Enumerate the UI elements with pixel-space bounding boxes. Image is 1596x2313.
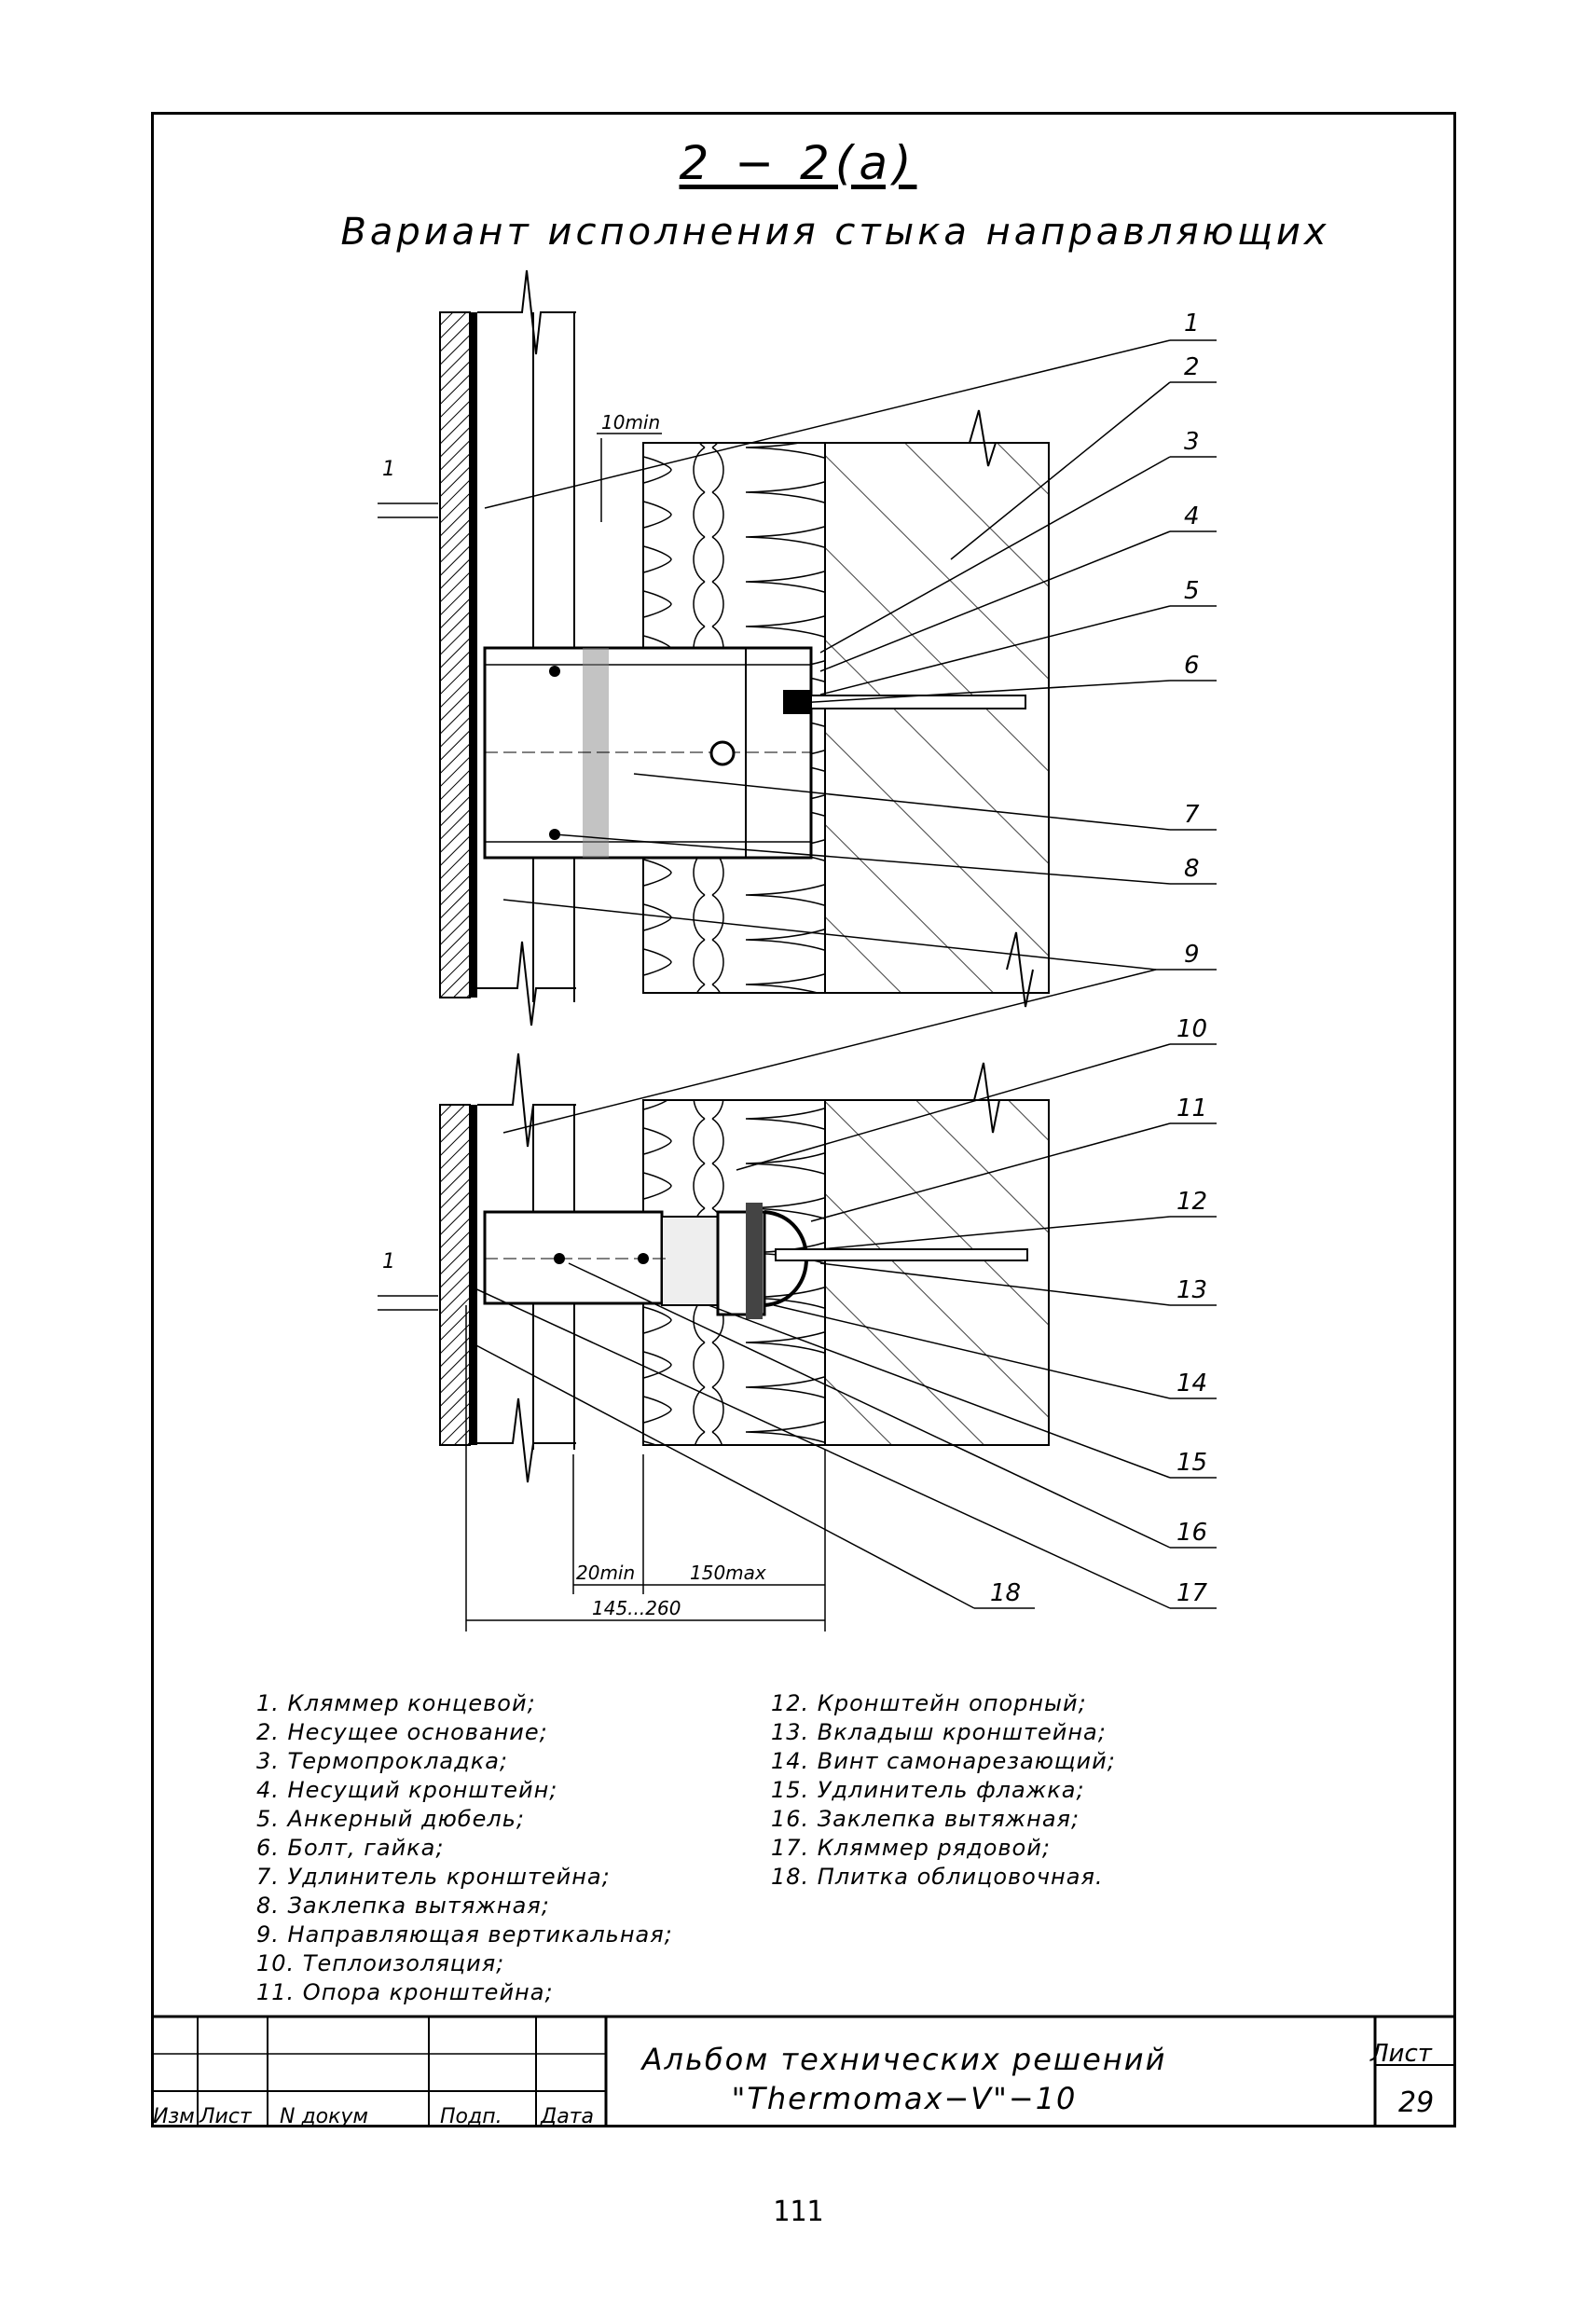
legend-item: 12. Кронштейн опорный;: [771, 1690, 1087, 1716]
legend-right: 12. Кронштейн опорный; 13. Вкладыш кронш…: [771, 1689, 1116, 1892]
callout-12: 12: [1176, 1188, 1207, 1216]
callout-11: 11: [1176, 1095, 1207, 1122]
legend-item: 13. Вкладыш кронштейна;: [771, 1719, 1107, 1745]
callout-4: 4: [1184, 503, 1200, 530]
legend-item: 6. Болт, гайка;: [256, 1835, 445, 1861]
section-subtitle: Вариант исполнения стыка направляющих: [340, 211, 1330, 254]
sheet-label: Лист: [1370, 2040, 1432, 2068]
legend-item: 18. Плитка облицовочная.: [771, 1864, 1104, 1890]
dim-20min: 20min: [576, 1562, 635, 1584]
leader-lines: [470, 339, 1217, 1609]
page-number: 111: [772, 2196, 824, 2228]
col-izm: Изм: [153, 2105, 195, 2128]
dim-gap-upper: 1: [382, 458, 395, 481]
callout-10: 10: [1176, 1015, 1207, 1043]
callout-9: 9: [1184, 941, 1200, 969]
legend-item: 15. Удлинитель флажка;: [771, 1777, 1085, 1803]
callout-6: 6: [1184, 652, 1200, 680]
album-subtitle: "Thermomax−V"−10: [731, 2081, 1078, 2116]
legend-item: 7. Удлинитель кронштейна;: [256, 1864, 611, 1890]
callout-numbers: 1 2 3 4 5 6 7 8 9 10 11 12 13 14 15 16 1…: [990, 310, 1208, 1607]
anchor-dowel-upper: [810, 695, 1026, 709]
col-sign: Подп.: [440, 2105, 502, 2128]
legend-item: 10. Теплоизоляция;: [256, 1950, 505, 1976]
album-title: Альбом технических решений: [641, 2042, 1167, 2077]
legend-item: 3. Термопрокладка;: [256, 1748, 509, 1774]
callout-3: 3: [1184, 428, 1200, 456]
sheet-number: 29: [1398, 2086, 1435, 2119]
base-lower: [824, 1099, 1050, 1446]
upper-assembly: [378, 269, 1050, 1026]
facing-tile-lower: [439, 1104, 471, 1446]
callout-8: 8: [1184, 855, 1200, 883]
legend-item: 16. Заклепка вытяжная;: [771, 1806, 1080, 1832]
legend-item: 8. Заклепка вытяжная;: [256, 1893, 550, 1919]
dim-gap-lower: 1: [382, 1250, 395, 1274]
legend-item: 9. Направляющая вертикальная;: [256, 1921, 673, 1948]
col-list: Лист: [200, 2105, 252, 2128]
col-doc: N докум: [280, 2105, 369, 2128]
callout-7: 7: [1184, 801, 1200, 829]
legend-item: 14. Винт самонарезающий;: [771, 1748, 1116, 1774]
dim-10min: 10min: [601, 411, 660, 434]
legend-item: 17. Кляммер рядовой;: [771, 1835, 1051, 1861]
callout-16: 16: [1176, 1519, 1207, 1547]
legend-item: 1. Кляммер концевой;: [256, 1690, 536, 1716]
dimension-lines: [465, 1305, 826, 1631]
clamp-strip-upper: [470, 312, 477, 998]
lower-assembly: [378, 1053, 1050, 1483]
callout-5: 5: [1184, 577, 1200, 605]
callout-17: 17: [1176, 1579, 1208, 1607]
callout-1: 1: [1184, 310, 1200, 337]
dim-150max: 150max: [690, 1562, 766, 1584]
facing-tile-upper: [439, 311, 471, 998]
base-upper: [824, 442, 1050, 994]
callout-13: 13: [1176, 1276, 1207, 1304]
bracket-extension-lower: [483, 1210, 664, 1305]
dim-range: 145...260: [592, 1597, 681, 1619]
callout-2: 2: [1184, 353, 1200, 381]
section-title: 2 − 2(a): [679, 136, 917, 190]
title-block: [151, 2015, 1456, 2127]
dimension-text: 1 1 10min 20min 150max 145...260: [382, 411, 766, 1619]
drawing-frame: [151, 112, 1456, 2127]
legend-item: 2. Несущее основание;: [256, 1719, 548, 1745]
callout-15: 15: [1176, 1449, 1207, 1477]
callout-14: 14: [1176, 1370, 1207, 1397]
col-date: Дата: [541, 2105, 594, 2128]
legend-left: 1. Кляммер концевой; 2. Несущее основани…: [256, 1689, 673, 2007]
callout-18: 18: [990, 1579, 1021, 1607]
legend-item: 4. Несущий кронштейн;: [256, 1777, 558, 1803]
legend-item: 5. Анкерный дюбель;: [256, 1806, 525, 1832]
legend-item: 11. Опора кронштейна;: [256, 1979, 554, 2005]
